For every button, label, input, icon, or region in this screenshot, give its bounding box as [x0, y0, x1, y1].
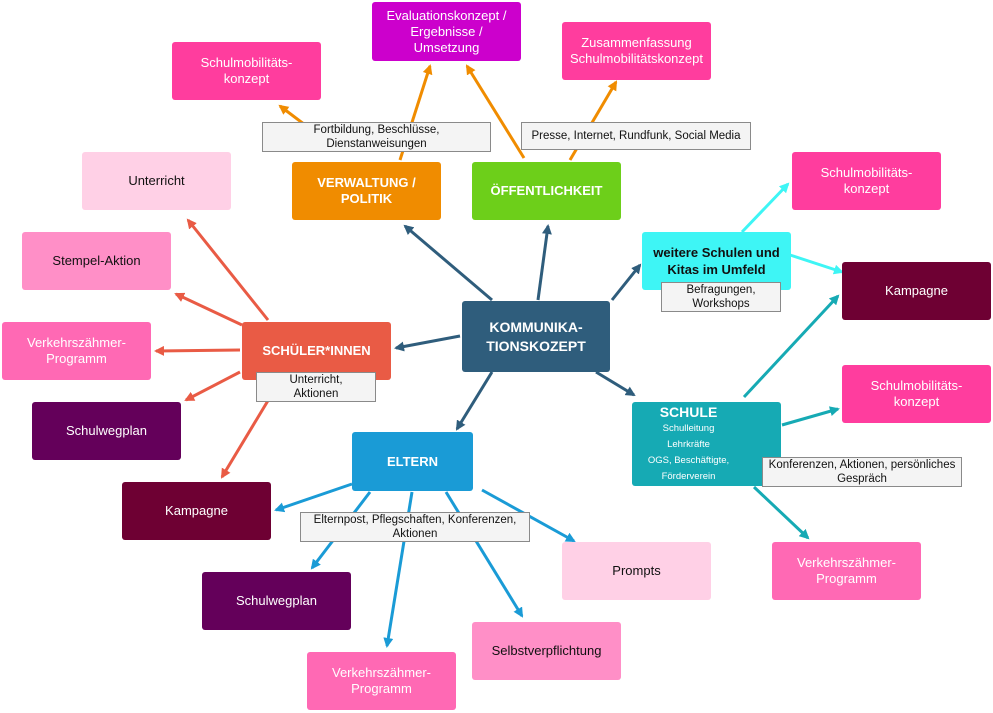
- center-node[interactable]: KOMMUNIKA- TIONSKOZEPT: [462, 301, 610, 372]
- edge-schueler-vzp: [154, 345, 241, 356]
- edge-schueler-schulwegplan: [184, 370, 241, 402]
- schulwegplan-left-node[interactable]: Schulwegplan: [32, 402, 181, 460]
- weitere-schulen-node[interactable]: weitere Schulen und Kitas im Umfeld: [642, 232, 791, 290]
- schule-line-1: Schulleitung: [662, 422, 715, 434]
- edge-center-eltern: [455, 371, 494, 431]
- edge-center-verwaltung: [403, 224, 493, 302]
- edge-eltern-selbst: [444, 491, 524, 618]
- kampagne-left-node[interactable]: Kampagne: [122, 482, 271, 540]
- edge-center-schueler: [394, 334, 461, 352]
- verkehrszaehmer-bottom-node[interactable]: Verkehrszähmer- Programm: [307, 652, 456, 710]
- verwaltung-node[interactable]: VERWALTUNG / POLITIK: [292, 162, 441, 220]
- edge-schueler-stempel: [174, 292, 243, 327]
- verkehrszaehmer-right-node[interactable]: Verkehrszähmer- Programm: [772, 542, 921, 600]
- schulwegplan-bottom-node[interactable]: Schulwegplan: [202, 572, 351, 630]
- stempel-aktion-node[interactable]: Stempel-Aktion: [22, 232, 171, 290]
- edge-weitere-smk: [740, 182, 790, 234]
- eltern-node[interactable]: ELTERN: [352, 432, 473, 491]
- schule-line-2: Lehrkräfte: [667, 438, 710, 450]
- edge-oeff-evaluation: [465, 64, 526, 159]
- edge-schule-smk: [781, 406, 840, 427]
- edge-center-oeffentlichkeit: [536, 224, 552, 301]
- edge-label-elternpost: Elternpost, Pflegschaften, Konferenzen, …: [300, 512, 530, 542]
- schule-node[interactable]: SCHULE Schulleitung Lehrkräfte OGS, Besc…: [632, 402, 781, 486]
- edge-label-fortbildung: Fortbildung, Beschlüsse, Dienstanweisung…: [262, 122, 491, 152]
- prompts-node[interactable]: Prompts: [562, 542, 711, 600]
- edge-label-unterricht-aktionen: Unterricht, Aktionen: [256, 372, 376, 402]
- edge-schueler-unterricht: [186, 218, 270, 321]
- schulmobilitaetskonzept-right-top-node[interactable]: Schulmobilitäts- konzept: [792, 152, 941, 210]
- unterricht-node[interactable]: Unterricht: [82, 152, 231, 210]
- edge-weitere-kampagne: [789, 253, 844, 275]
- kampagne-right-node[interactable]: Kampagne: [842, 262, 991, 320]
- edge-eltern-kampagne: [274, 482, 353, 513]
- evaluation-node[interactable]: Evaluationskonzept / Ergebnisse / Umsetz…: [372, 2, 521, 61]
- edge-center-schule: [595, 370, 636, 397]
- schueler-node[interactable]: SCHÜLER*INNEN: [242, 322, 391, 380]
- zusammenfassung-node[interactable]: Zusammenfassung Schulmobilitätskonzept: [562, 22, 711, 80]
- edge-center-weitere: [610, 263, 642, 301]
- schulmobilitaetskonzept-top-node[interactable]: Schulmobilitäts- konzept: [172, 42, 321, 100]
- schulmobilitaetskonzept-right-mid-node[interactable]: Schulmobilitäts- konzept: [842, 365, 991, 423]
- edge-label-konferenzen-schule: Konferenzen, Aktionen, persönliches Gesp…: [762, 457, 962, 487]
- verkehrszaehmer-left-node[interactable]: Verkehrszähmer- Programm: [2, 322, 151, 380]
- edge-label-befragungen: Befragungen, Workshops: [661, 282, 781, 312]
- schule-title: SCHULE: [659, 403, 718, 420]
- schule-line-3: OGS, Beschäftigte,: [647, 454, 730, 466]
- edge-label-presse: Presse, Internet, Rundfunk, Social Media: [521, 122, 751, 150]
- oeffentlichkeit-node[interactable]: ÖFFENTLICHKEIT: [472, 162, 621, 220]
- schule-line-4: Förderverein: [661, 470, 716, 482]
- edge-schule-vzp: [752, 485, 810, 540]
- edge-schule-kampagne: [742, 294, 840, 399]
- selbstverpflichtung-node[interactable]: Selbstverpflichtung: [472, 622, 621, 680]
